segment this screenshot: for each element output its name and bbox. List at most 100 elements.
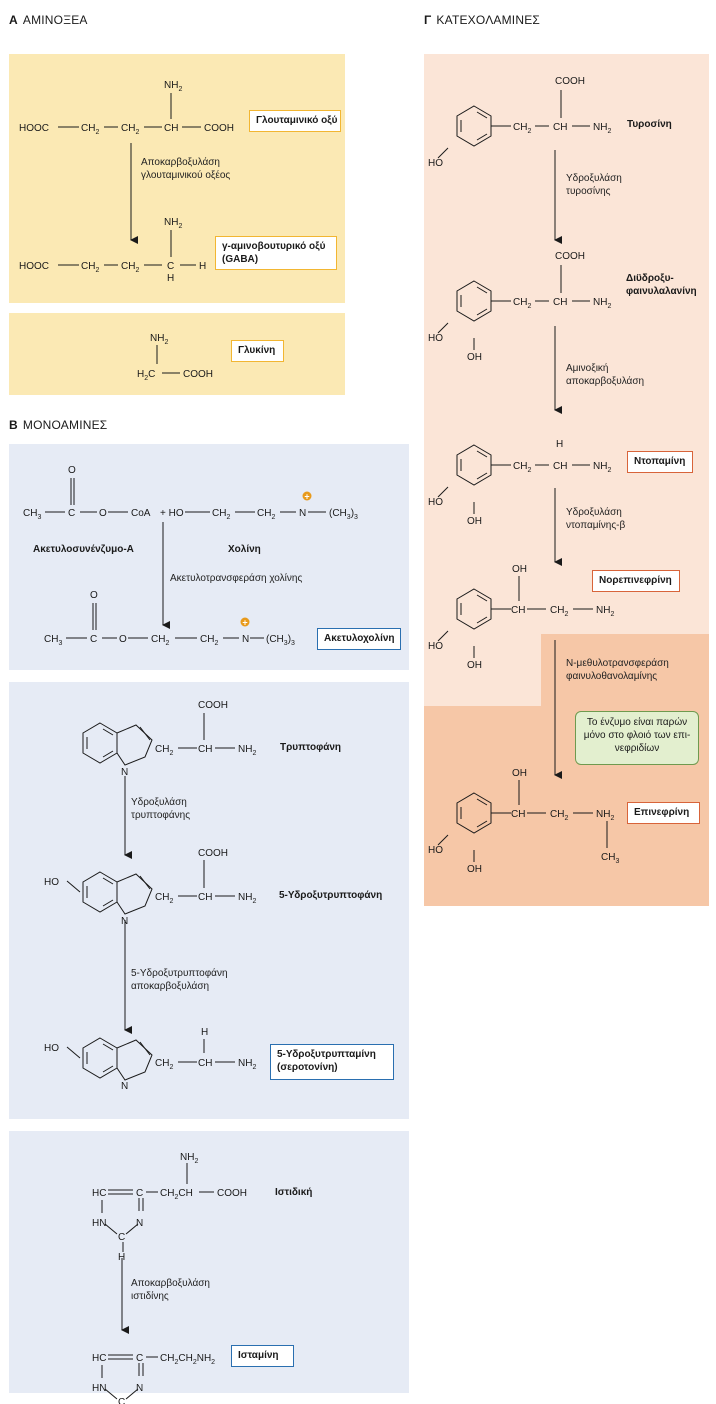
svg-text:COOH: COOH: [555, 76, 585, 87]
svg-text:CH2: CH2: [513, 461, 531, 474]
svg-text:O: O: [119, 634, 127, 645]
enzyme-dopamine-beta-hydroxylase: Υδροξυλάση ντοπαμίνης-β: [566, 506, 625, 532]
svg-text:(CH3)3: (CH3)3: [329, 508, 358, 521]
label-tyrosine: Τυροσίνη: [627, 119, 672, 130]
svg-text:CH2: CH2: [550, 809, 568, 822]
enzyme-th-line1: Υδροξυλάση: [566, 173, 622, 184]
label-serotonin: 5-Υδροξυτρυπταμίνη (σεροτονίνη): [270, 1044, 394, 1080]
enzyme-pnmt-line1: Ν-μεθυλοτρανσφεράση: [566, 658, 669, 669]
svg-text:HO: HO: [428, 333, 443, 344]
svg-text:N: N: [121, 767, 128, 778]
label-gaba-name: γ-αμινοβουτυρικό οξύ: [222, 241, 326, 252]
enzyme-tph-line2: τρυπτοφάνης: [131, 810, 191, 821]
label-serotonin-name: 5-Υδροξυτρυπταμίνη: [277, 1049, 376, 1060]
svg-text:NH2: NH2: [238, 744, 256, 757]
svg-text:CH2: CH2: [155, 892, 173, 905]
svg-text:OH: OH: [512, 564, 527, 575]
svg-text:CH2: CH2: [200, 634, 218, 647]
section-letter-c: Γ: [424, 13, 432, 27]
svg-text:+ HO: + HO: [160, 508, 184, 519]
svg-text:COOH: COOH: [183, 369, 213, 380]
section-title-aminoacids: Α ΑΜΙΝΟΞΕΑ: [9, 13, 88, 27]
svg-text:HO: HO: [428, 158, 443, 169]
enzyme-ddc-line1: Αμινοξική: [566, 363, 609, 374]
section-letter-a: Α: [9, 13, 18, 27]
svg-text:CH2: CH2: [81, 123, 99, 136]
callout-line1: Το ένζυμο είναι παρών: [586, 717, 688, 728]
svg-text:C: C: [167, 261, 174, 272]
svg-text:(CH3)3: (CH3)3: [266, 634, 295, 647]
svg-text:COOH: COOH: [204, 123, 234, 134]
enzyme-dopa-decarboxylase: Αμινοξική αποκαρβοξυλάση: [566, 362, 644, 388]
label-dopa: Διϋδροξυ- φαινυλαλανίνη: [626, 272, 697, 298]
svg-text:N: N: [121, 916, 128, 927]
svg-text:HC: HC: [92, 1188, 106, 1199]
svg-text:CH2CH: CH2CH: [160, 1188, 193, 1201]
enzyme-gad-line2: γλουταμινικού οξέος: [141, 170, 231, 181]
section-letter-b: Β: [9, 418, 18, 432]
enzyme-hdc-line1: Αποκαρβοξυλάση: [131, 1278, 210, 1289]
label-serotonin-common: (σεροτονίνη): [277, 1062, 338, 1073]
svg-text:O: O: [90, 590, 98, 601]
svg-text:C: C: [136, 1188, 143, 1199]
svg-text:CH: CH: [511, 605, 525, 616]
svg-text:CH2: CH2: [513, 122, 531, 135]
svg-text:NH2: NH2: [593, 297, 611, 310]
svg-text:COOH: COOH: [217, 1188, 247, 1199]
enzyme-tph-line1: Υδροξυλάση: [131, 797, 187, 808]
adrenal-cortex-callout: Το ένζυμο είναι παρών μόνο στο φλοιό των…: [575, 711, 699, 765]
svg-text:CH3: CH3: [44, 634, 62, 647]
label-dopamine: Ντοπαμίνη: [627, 451, 693, 473]
label-norepinephrine: Νορεπινεφρίνη: [592, 570, 680, 592]
svg-text:CH2: CH2: [155, 1058, 173, 1071]
enzyme-th-line2: τυροσίνης: [566, 186, 611, 197]
svg-text:HN: HN: [92, 1218, 106, 1229]
svg-text:COOH: COOH: [555, 251, 585, 262]
label-glutamic-acid: Γλουταμινικό οξύ: [249, 110, 341, 132]
callout-line2: μόνο στο φλοιό των επι-: [583, 730, 691, 741]
svg-text:C: C: [118, 1232, 125, 1243]
label-gaba: γ-αμινοβουτυρικό οξύ (GABA): [215, 236, 337, 270]
enzyme-tryptophan-hydroxylase: Υδροξυλάση τρυπτοφάνης: [131, 796, 190, 822]
enzyme-pnmt-line2: φαινυλοθανολαμίνης: [566, 671, 658, 682]
svg-text:H: H: [199, 261, 206, 272]
svg-text:N: N: [121, 1081, 128, 1092]
svg-text:CoA: CoA: [131, 508, 151, 519]
enzyme-aadc-line2: αποκαρβοξυλάση: [131, 981, 210, 992]
svg-text:CH: CH: [198, 744, 212, 755]
svg-text:CH3: CH3: [601, 852, 619, 865]
svg-text:O: O: [68, 465, 76, 476]
svg-text:HC: HC: [92, 1353, 106, 1364]
svg-text:CH: CH: [198, 892, 212, 903]
svg-text:CH2: CH2: [550, 605, 568, 618]
enzyme-pnmt: Ν-μεθυλοτρανσφεράση φαινυλοθανολαμίνης: [566, 657, 669, 683]
svg-text:NH2: NH2: [238, 892, 256, 905]
svg-text:H: H: [167, 273, 174, 284]
svg-text:OH: OH: [467, 660, 482, 671]
panel-histamine: [9, 1131, 409, 1393]
svg-text:C: C: [90, 634, 97, 645]
svg-text:CH: CH: [511, 809, 525, 820]
svg-text:OH: OH: [512, 768, 527, 779]
svg-text:COOH: COOH: [198, 700, 228, 711]
section-label-a: ΑΜΙΝΟΞΕΑ: [22, 13, 88, 27]
svg-text:+: +: [242, 618, 247, 628]
label-epinephrine: Επινεφρίνη: [627, 802, 700, 824]
label-hydroxytryptophan: 5-Υδροξυτρυπτοφάνη: [279, 890, 383, 901]
label-tryptophan: Τρυπτοφάνη: [280, 742, 342, 753]
svg-text:N: N: [136, 1383, 143, 1394]
svg-text:HOOC: HOOC: [19, 261, 49, 272]
svg-text:C: C: [136, 1353, 143, 1364]
svg-text:OH: OH: [467, 516, 482, 527]
svg-text:HO: HO: [44, 877, 59, 888]
svg-text:N: N: [136, 1218, 143, 1229]
enzyme-aromatic-decarboxylase: 5-Υδροξυτρυπτοφάνη αποκαρβοξυλάση: [131, 967, 228, 993]
enzyme-dbh-line2: ντοπαμίνης-β: [566, 520, 626, 531]
svg-text:HOOC: HOOC: [19, 123, 49, 134]
enzyme-glutamate-decarboxylase: Αποκαρβοξυλάση γλουταμινικού οξέος: [141, 156, 230, 182]
label-acetyl-coa: Ακετυλοσυνένζυμο-Α: [33, 544, 134, 555]
enzyme-tyrosine-hydroxylase: Υδροξυλάση τυροσίνης: [566, 172, 622, 198]
svg-text:C: C: [118, 1397, 125, 1404]
